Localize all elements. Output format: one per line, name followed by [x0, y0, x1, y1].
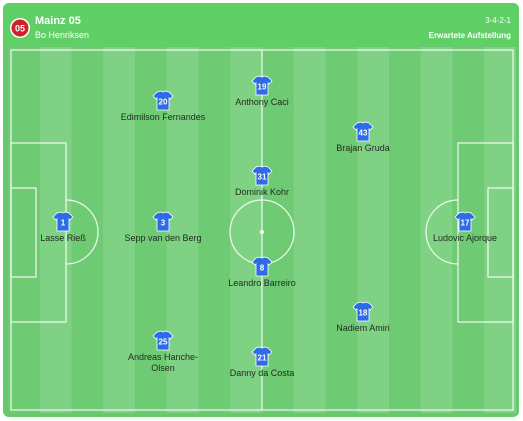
- player-edimilson-fernandes[interactable]: 20 Edimilson Fernandes: [108, 89, 218, 123]
- shirt-number: 3: [161, 219, 166, 228]
- jersey-icon: 8: [251, 256, 273, 277]
- jersey-icon: 21: [251, 346, 273, 367]
- lineup-type-label: Erwartete Aufstellung: [428, 31, 511, 40]
- player-name: Andreas Hanche-Olsen: [127, 352, 199, 373]
- player-name: Lasse Rieß: [40, 233, 86, 243]
- shirt-number: 31: [258, 173, 267, 182]
- shirt-number: 25: [159, 338, 168, 347]
- player-name: Sepp van den Berg: [124, 233, 202, 243]
- player-name: Dominik Kohr: [234, 187, 290, 197]
- pitch: 1 Lasse Rieß 3 Sepp van den Berg 20 Edim…: [8, 47, 516, 413]
- mainz-05-crest-icon: 05: [10, 18, 30, 38]
- coach-name: Bo Henriksen: [35, 30, 90, 40]
- player-anthony-caci[interactable]: 19 Anthony Caci: [207, 74, 317, 108]
- player-lasse-riess[interactable]: 1 Lasse Rieß: [8, 210, 118, 244]
- player-ludovic-ajorque[interactable]: 17 Ludovic Ajorque: [410, 210, 519, 244]
- player-name: Edimilson Fernandes: [120, 112, 206, 122]
- shirt-number: 8: [260, 264, 265, 273]
- player-dominik-kohr[interactable]: 31 Dominik Kohr: [207, 164, 317, 198]
- jersey-icon: 20: [152, 90, 174, 111]
- jersey-icon: 3: [152, 211, 174, 232]
- player-name: Anthony Caci: [235, 97, 289, 107]
- jersey-icon: 1: [52, 211, 74, 232]
- jersey-icon: 18: [352, 301, 374, 322]
- formation-label: 3-4-2-1: [485, 16, 511, 25]
- shirt-number: 19: [258, 83, 267, 92]
- jersey-icon: 17: [454, 211, 476, 232]
- shirt-number: 20: [159, 98, 168, 107]
- player-name: Ludovic Ajorque: [432, 233, 498, 243]
- jersey-icon: 31: [251, 165, 273, 186]
- svg-text:05: 05: [15, 24, 25, 34]
- player-brajan-gruda[interactable]: 43 Brajan Gruda: [308, 120, 418, 154]
- shirt-number: 43: [359, 129, 368, 138]
- jersey-icon: 43: [352, 121, 374, 142]
- team-name[interactable]: Mainz 05: [35, 15, 81, 27]
- player-name: Danny da Costa: [229, 368, 295, 378]
- shirt-number: 1: [61, 219, 66, 228]
- player-nadiem-amiri[interactable]: 18 Nadiem Amiri: [308, 300, 418, 334]
- shirt-number: 17: [461, 219, 470, 228]
- jersey-icon: 25: [152, 330, 174, 351]
- player-name: Brajan Gruda: [336, 143, 390, 153]
- player-leandro-barreiro[interactable]: 8 Leandro Barreiro: [207, 255, 317, 289]
- player-name: Nadiem Amiri: [336, 323, 390, 333]
- jersey-icon: 19: [251, 75, 273, 96]
- player-sepp-van-den-berg[interactable]: 3 Sepp van den Berg: [108, 210, 218, 244]
- shirt-number: 21: [258, 354, 267, 363]
- player-danny-da-costa[interactable]: 21 Danny da Costa: [207, 345, 317, 379]
- player-name: Leandro Barreiro: [228, 278, 296, 288]
- player-andreas-hanche-olsen[interactable]: 25 Andreas Hanche-Olsen: [126, 329, 200, 374]
- shirt-number: 18: [359, 309, 368, 318]
- lineup-card: 05 Mainz 05 Bo Henriksen 3-4-2-1 Erwarte…: [3, 3, 519, 417]
- team-header: 05 Mainz 05 Bo Henriksen 3-4-2-1 Erwarte…: [3, 3, 519, 45]
